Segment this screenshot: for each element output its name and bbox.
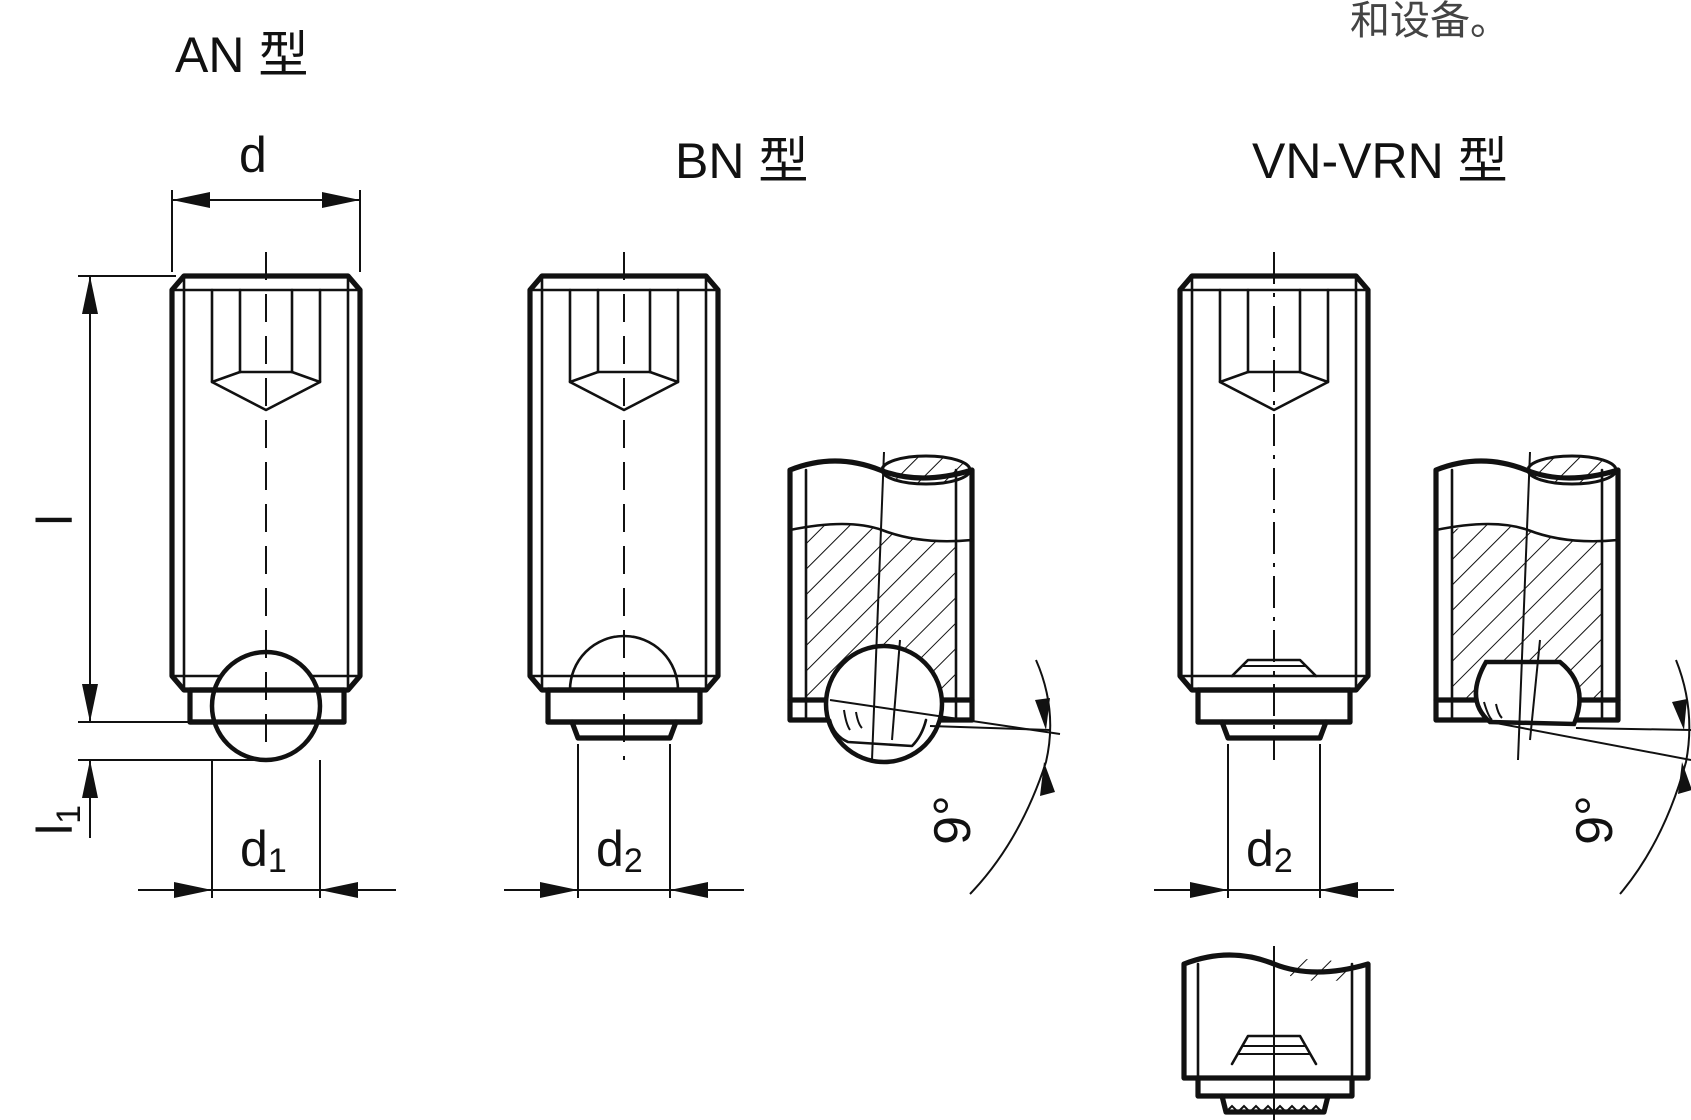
top-note: 和设备。 bbox=[1350, 0, 1510, 44]
dim-label-d2-vn: d bbox=[1246, 821, 1274, 877]
dim-label-d1-sub: 1 bbox=[268, 842, 287, 880]
bn-screw-drawing bbox=[504, 252, 744, 898]
dim-label-l1-sub: 1 bbox=[50, 805, 88, 824]
dim-label-d2-bn: d bbox=[596, 821, 624, 877]
an-screw-drawing bbox=[78, 190, 396, 898]
dim-label-l1: l bbox=[27, 824, 83, 835]
vrn-bottom-detail bbox=[1181, 946, 1371, 1120]
vn-screw-drawing bbox=[1154, 252, 1394, 898]
type-label-bn: BN 型 bbox=[675, 133, 808, 189]
angle-label-bn: 9° bbox=[924, 795, 982, 845]
dim-label-d: d bbox=[239, 127, 267, 183]
angle-label-vn: 9° bbox=[1566, 795, 1624, 845]
type-label-vn-vrn: VN-VRN 型 bbox=[1252, 133, 1508, 189]
vn-section-detail bbox=[1433, 451, 1691, 895]
bn-section-detail bbox=[787, 451, 1061, 895]
dim-label-d2-vn-sub: 2 bbox=[1274, 842, 1293, 880]
svg-text:d2: d2 bbox=[596, 821, 643, 880]
dim-label-d2-bn-sub: 2 bbox=[624, 842, 643, 880]
svg-text:l1: l1 bbox=[27, 805, 88, 835]
type-label-an: AN 型 bbox=[175, 27, 308, 83]
svg-text:d1: d1 bbox=[240, 821, 287, 880]
dim-label-d1: d bbox=[240, 821, 268, 877]
dim-label-l: l bbox=[27, 514, 83, 525]
svg-text:d2: d2 bbox=[1246, 821, 1293, 880]
